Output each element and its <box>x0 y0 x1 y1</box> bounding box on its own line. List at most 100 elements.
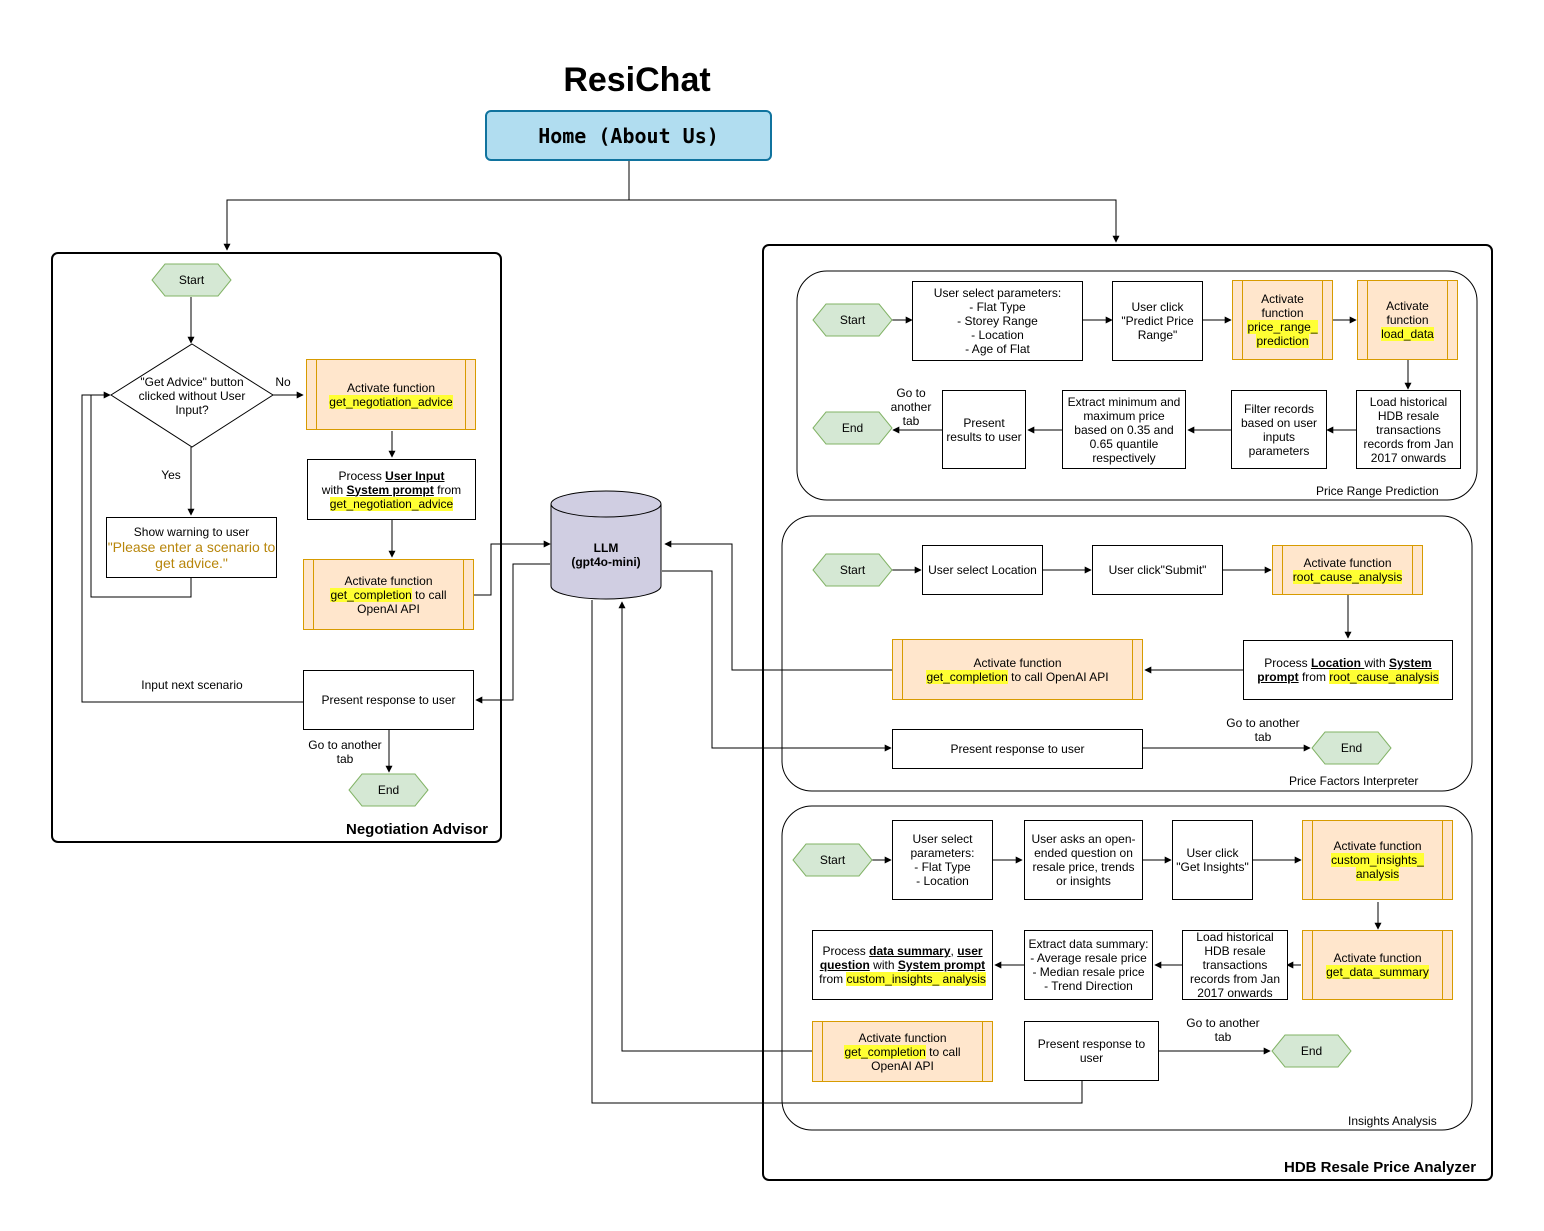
na-completion-prefix: Activate function <box>344 573 433 588</box>
ia-extract-item: - Trend Direction <box>1044 979 1133 993</box>
ia-load-node: Load historical HDB resale transactions … <box>1182 930 1288 1000</box>
ia-process-d: user question <box>819 944 983 972</box>
ia-process-fn: custom_insights_ analysis <box>846 972 986 986</box>
pfi-completion-fn: get_completion <box>926 669 1008 684</box>
database-icon <box>550 490 662 600</box>
prp-click-node: User click "Predict Price Range" <box>1112 281 1203 361</box>
ia-process-g: from <box>819 972 847 986</box>
ia-start-label: Start <box>819 853 846 867</box>
hexagon-shape <box>812 553 893 587</box>
ia-caption: Insights Analysis <box>1348 1114 1437 1128</box>
na-input-next-label: Input next scenario <box>141 678 243 692</box>
pfi-present-node: Present response to user <box>892 729 1143 769</box>
page-title: ResiChat <box>563 61 711 99</box>
price-range-prediction-group <box>796 270 1478 501</box>
negotiation-advisor-container <box>51 252 502 843</box>
na-goto-label: Go to another tab <box>308 738 382 766</box>
na-activate-fn: get_negotiation_advice <box>329 394 453 409</box>
hdb-analyzer-container <box>762 244 1493 1181</box>
pfi-end-label: End <box>1340 741 1363 755</box>
hexagon-shape <box>812 411 893 445</box>
prp-select-item: - Age of Flat <box>965 342 1030 356</box>
ia-act2-prefix: Activate function <box>1333 951 1422 965</box>
prp-act1-fn: price_range_ prediction <box>1247 320 1318 348</box>
na-warning-node: Show warning to user "Please enter a sce… <box>106 517 277 578</box>
ia-select-head: User select parameters: <box>910 832 975 860</box>
ia-click-node: User click "Get Insights" <box>1172 820 1253 900</box>
prp-start-label: Start <box>839 313 866 327</box>
prp-select-head: User select parameters: <box>933 286 1062 300</box>
na-yes-label: Yes <box>161 468 181 482</box>
prp-select-item: - Storey Range <box>957 314 1038 328</box>
ia-ask-node: User asks an open-ended question on resa… <box>1024 820 1143 900</box>
pfi-select-node: User select Location <box>922 545 1043 595</box>
ia-process-c: , <box>950 944 958 958</box>
pfi-end-terminal: End <box>1311 731 1392 765</box>
prp-load-node: Load historical HDB resale transactions … <box>1356 390 1461 469</box>
ia-select-item: - Location <box>916 874 969 888</box>
pfi-completion-prefix: Activate function <box>973 655 1062 670</box>
price-factors-group <box>781 515 1473 792</box>
pfi-goto-label: Go to another tab <box>1226 716 1300 744</box>
prp-goto-label: Go to another tab <box>890 386 932 428</box>
prp-act2-prefix: Activate function <box>1386 299 1429 327</box>
ia-act1-fn: custom_insights_ analysis <box>1331 853 1424 881</box>
prp-caption: Price Range Prediction <box>1316 484 1439 498</box>
ia-process-f: System prompt <box>897 958 986 972</box>
pfi-act-fn: root_cause_analysis <box>1292 570 1403 584</box>
pfi-start-label: Start <box>839 563 866 577</box>
ia-extract-node: Extract data summary: - Average resale p… <box>1024 930 1153 1000</box>
ia-extract-head: Extract data summary: <box>1028 937 1149 951</box>
prp-start-terminal: Start <box>812 303 893 337</box>
prp-end-terminal: End <box>812 411 893 445</box>
pfi-process-node: Process Location with System prompt from… <box>1243 640 1453 700</box>
na-process-fn: get_negotiation_advice <box>329 496 454 511</box>
na-process-e: from <box>433 482 462 497</box>
diamond-shape <box>110 343 274 448</box>
ia-process-a: Process <box>822 944 870 958</box>
na-no-label: No <box>275 375 291 389</box>
llm-database: LLM (gpt4o-mini) <box>550 490 662 602</box>
prp-present-node: Present results to user <box>942 390 1026 469</box>
llm-model: (gpt4o-mini) <box>571 555 641 569</box>
ia-extract-item: - Average resale price <box>1030 951 1147 965</box>
na-process-d: System prompt <box>346 482 434 497</box>
ia-completion-prefix: Activate function <box>858 1030 947 1045</box>
na-start-label: Start <box>178 273 205 287</box>
na-process-c: with <box>321 482 347 497</box>
ia-process-node: Process data summary, user question with… <box>812 930 993 1000</box>
hexagon-shape <box>792 843 873 877</box>
ia-end-label: End <box>1300 1044 1323 1058</box>
na-process-a: Process <box>338 468 386 483</box>
pfi-process-c: with <box>1364 656 1389 670</box>
prp-extract-node: Extract minimum and maximum price based … <box>1062 390 1186 469</box>
home-node[interactable]: Home (About Us) <box>485 110 772 161</box>
pfi-process-e: from <box>1298 670 1330 684</box>
na-activate-prefix: Activate function <box>346 380 436 395</box>
prp-select-node: User select parameters: - Flat Type - St… <box>912 281 1083 361</box>
ia-process-b: data summary <box>869 944 951 958</box>
hexagon-shape <box>1271 1034 1352 1068</box>
hexagon-shape <box>812 303 893 337</box>
llm-label: LLM <box>593 541 619 555</box>
hexagon-shape <box>151 263 232 297</box>
na-end-label: End <box>377 783 400 797</box>
na-end-terminal: End <box>348 773 429 807</box>
pfi-completion-suffix: to call OpenAI API <box>1007 669 1109 684</box>
insights-analysis-group <box>781 805 1473 1131</box>
ia-start-terminal: Start <box>792 843 873 877</box>
prp-select-item: - Location <box>971 328 1024 342</box>
pfi-act-prefix: Activate function <box>1303 556 1392 570</box>
ia-act1-prefix: Activate function <box>1333 839 1422 853</box>
ia-completion-fn: get_completion <box>844 1044 926 1059</box>
prp-select-item: - Flat Type <box>969 300 1026 314</box>
prp-end-label: End <box>841 421 864 435</box>
ia-completion-suffix: to call OpenAI API <box>871 1044 961 1073</box>
ia-goto-label: Go to another tab <box>1186 1016 1260 1044</box>
